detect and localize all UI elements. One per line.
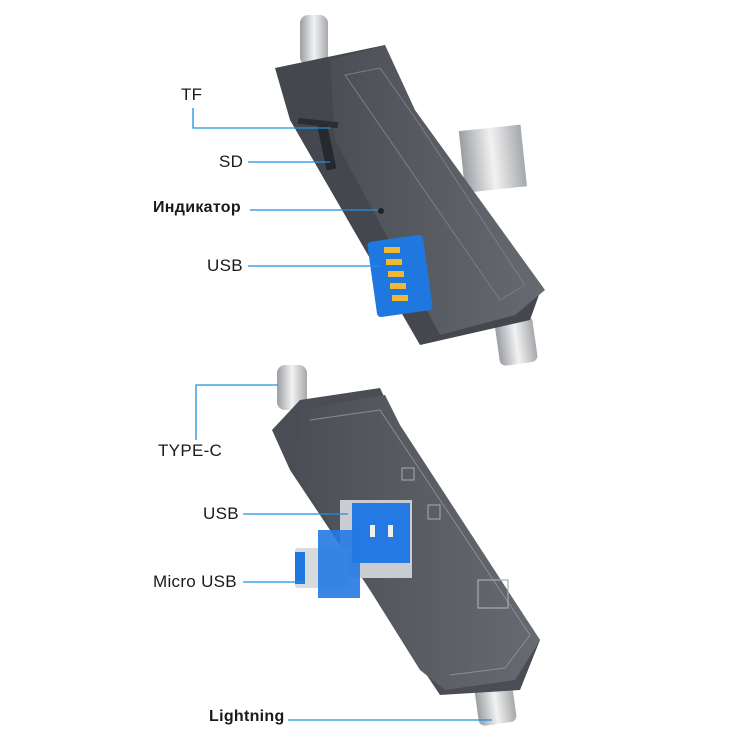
label-usb-bottom: USB (203, 504, 239, 523)
label-tf: TF (181, 85, 203, 104)
micro-usb-plug (458, 124, 527, 193)
type-c-plug-bottom (277, 365, 307, 410)
label-type-c: TYPE-C (158, 441, 223, 460)
sd-slot (317, 124, 337, 171)
label-micro-usb: Micro USB (153, 572, 237, 591)
label-usb-top: USB (207, 256, 243, 275)
label-indicator: Индикатор (153, 199, 241, 216)
label-lightning: Lightning (209, 708, 285, 725)
indicator-led (378, 208, 384, 214)
bottom-card-reader (272, 365, 540, 726)
tf-card-icon (427, 504, 441, 520)
label-sd: SD (219, 152, 244, 171)
lightning-plug-top (494, 316, 538, 366)
usb-symbol-icon (477, 579, 509, 609)
top-card-reader (275, 15, 545, 366)
micro-usb-plug-bottom (295, 530, 360, 598)
type-c-plug (300, 15, 328, 65)
body-front-face (330, 45, 545, 335)
leader-lines (192, 108, 492, 721)
tf-slot (297, 117, 339, 129)
body-front-face-bottom (295, 395, 540, 690)
sd-card-icon (401, 467, 415, 481)
